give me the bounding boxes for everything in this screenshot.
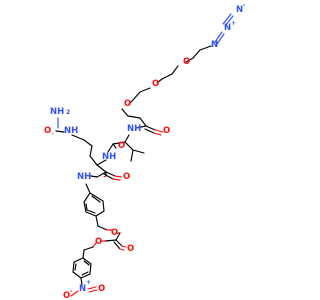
azide-peg-bonds — [121, 13, 234, 127]
nitro-plus-charge: + — [86, 279, 91, 286]
pab-ring-bonds — [83, 183, 113, 231]
valine-nh-label: NH — [127, 124, 141, 134]
amide-oxygen-2: O — [123, 172, 130, 182]
molecule-structure: N - N + N O O O O NH O NH NH 2 O NH O NH… — [44, 2, 246, 300]
amide-oxygen-1: O — [163, 126, 170, 136]
carbonate-oxygen-3: O — [95, 237, 102, 247]
peg-oxygen-1: O — [183, 57, 190, 67]
nitro-oxygen-2: O — [63, 291, 70, 300]
azide-n3-label: N — [211, 40, 218, 50]
carbonate-oxygen-2: O — [127, 244, 134, 254]
nitro-oxygen-1: O — [98, 284, 105, 294]
carbonate-bonds — [92, 232, 127, 251]
molecule-viewer: N - N + N O O O O NH O NH NH 2 O NH O NH… — [44, 2, 246, 300]
azide-n2-label: N — [224, 23, 231, 33]
azide-minus-charge: - — [243, 2, 246, 9]
urea-nh2-subscript: 2 — [66, 109, 70, 116]
nitro-nitrogen: N — [79, 284, 86, 294]
azide-plus-charge: + — [231, 20, 236, 27]
atom-labels: N - N + N O O O O NH O NH NH 2 O NH O NH… — [44, 2, 246, 300]
valine-carbonyl-oxygen: O — [118, 141, 125, 151]
urea-nh2-label: NH — [50, 107, 64, 117]
aryl-nh-label: NH — [77, 172, 91, 182]
urea-oxygen: O — [44, 126, 51, 136]
carbonate-oxygen-1: O — [111, 228, 118, 238]
azide-n1-label: N — [236, 5, 243, 15]
valine-bonds — [107, 125, 164, 162]
citrulline-nh-label: NH — [102, 152, 116, 162]
nitro-minus-charge: - — [70, 288, 73, 295]
peg-oxygen-2: O — [152, 79, 159, 89]
urea-nh-label: NH — [64, 126, 78, 136]
peg-oxygen-3: O — [124, 99, 131, 109]
nitrophenyl-ring-bonds — [70, 246, 98, 297]
citrulline-bonds — [52, 117, 122, 181]
